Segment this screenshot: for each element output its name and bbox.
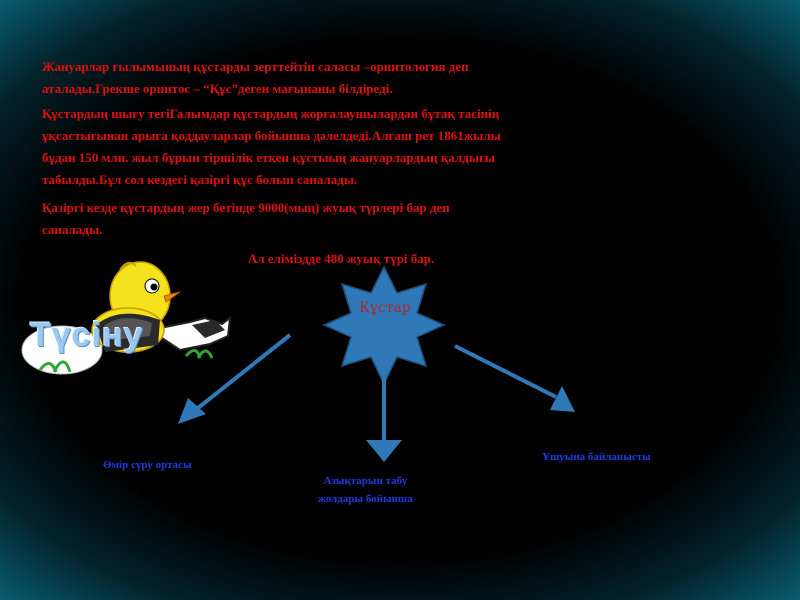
arrow-down xyxy=(366,368,402,462)
star-shape xyxy=(322,265,446,386)
caption-flight: Ұшуына байланысты xyxy=(542,451,651,463)
caption-feeding: Азықтарын табу жолдары бойынша xyxy=(318,472,413,508)
arrow-right-down xyxy=(454,344,575,412)
paragraph-line: саналады. xyxy=(42,222,103,237)
paragraph-line: аталады.Грекше орнитос – “Құс”деген мағы… xyxy=(42,81,393,96)
paragraph-line: табылды.Бұл сол кездегі қазіргі құс болы… xyxy=(42,172,358,187)
paragraph-ornithology: Жануарлар ғылымының құстарды зерттейтін … xyxy=(42,56,469,100)
chick-hatching-icon xyxy=(21,261,232,375)
paragraph-country-count: Ал еліміздде 480 жуық түрі бар. xyxy=(248,251,435,266)
paragraph-line: Жануарлар ғылымының құстарды зерттейтін … xyxy=(42,59,469,74)
paragraph-line: бұдан 150 млн. жыл бұрын тіршілік еткен … xyxy=(42,150,496,165)
paragraph-species: Қазіргі кезде құстардың жер бетінде 9000… xyxy=(42,197,450,241)
logo-word: Түсіну xyxy=(30,316,144,354)
paragraph-line: Қазіргі кезде құстардың жер бетінде 9000… xyxy=(42,200,450,215)
paragraph-line: ұқсастығынан арыға қоддауларлар бойынша … xyxy=(42,128,501,143)
caption-habitat: Өмір сүру ортасы xyxy=(103,459,192,471)
caption-line: Азықтарын табу xyxy=(323,475,408,487)
caption-line: жолдары бойынша xyxy=(318,493,413,505)
paragraph-line: Құстардың шығу тегіГалымдар құстардың жо… xyxy=(42,106,500,121)
paragraph-origin: Құстардың шығу тегіГалымдар құстардың жо… xyxy=(42,103,501,191)
star-label: Құстар xyxy=(359,300,411,316)
arrow-left-down xyxy=(178,333,292,424)
